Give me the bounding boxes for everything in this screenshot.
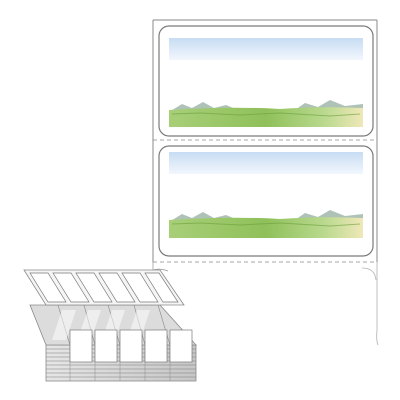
fanfold-stack (23, 269, 197, 382)
label-1 (158, 25, 374, 137)
liner-strip (152, 19, 379, 346)
top-sheet (23, 269, 185, 306)
label-2-sky (169, 152, 363, 174)
label-2-landscape (169, 210, 363, 238)
label-1-landscape (169, 100, 363, 127)
front-label-row (69, 329, 193, 363)
label-2 (158, 145, 374, 257)
label-1-sky (169, 38, 363, 60)
